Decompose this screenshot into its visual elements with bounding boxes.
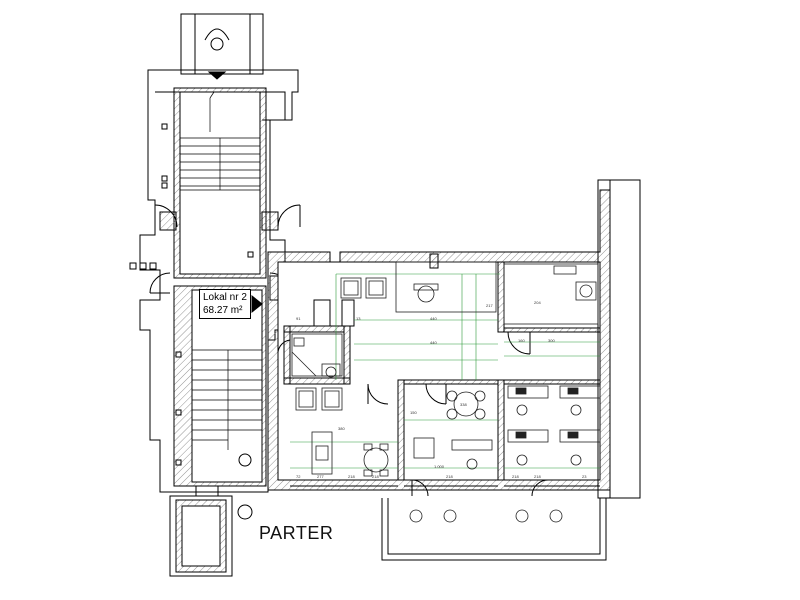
- dimension-label: 1.000: [434, 464, 445, 469]
- dimension-label: 218: [348, 474, 355, 479]
- dimension-label: 440: [430, 340, 437, 345]
- dimension-label: 277: [317, 474, 324, 479]
- unit-name: Lokal nr 2: [203, 292, 247, 303]
- dimension-label: 440: [430, 316, 437, 321]
- dimension-label: 150: [410, 410, 417, 415]
- dimension-label: 218: [446, 474, 453, 479]
- dimension-label: 160: [518, 338, 525, 343]
- floor-title: PARTER: [259, 523, 334, 543]
- dimension-label: 218: [372, 474, 379, 479]
- unit-walls: [267, 179, 641, 499]
- terrace: [290, 485, 607, 561]
- dimension-label: 380: [338, 426, 345, 431]
- unit-label: Lokal nr 2 68.27 m²: [199, 289, 251, 319]
- dimension-label: 217: [486, 303, 493, 308]
- dimension-label: 218: [512, 474, 519, 479]
- dimension-label: 91: [296, 316, 301, 321]
- furniture: [291, 261, 601, 523]
- dimension-label: 13: [356, 316, 361, 321]
- dimension-label: 300: [548, 338, 555, 343]
- dimension-grid: [290, 273, 600, 469]
- dimension-label: 204: [534, 300, 541, 305]
- dimension-label: 72: [296, 474, 301, 479]
- unit-area: 68.27 m²: [203, 305, 243, 316]
- dimension-label: 218: [534, 474, 541, 479]
- dimension-label: 338: [460, 402, 467, 407]
- dimension-label: 23: [582, 474, 587, 479]
- staircase-block: [129, 13, 301, 577]
